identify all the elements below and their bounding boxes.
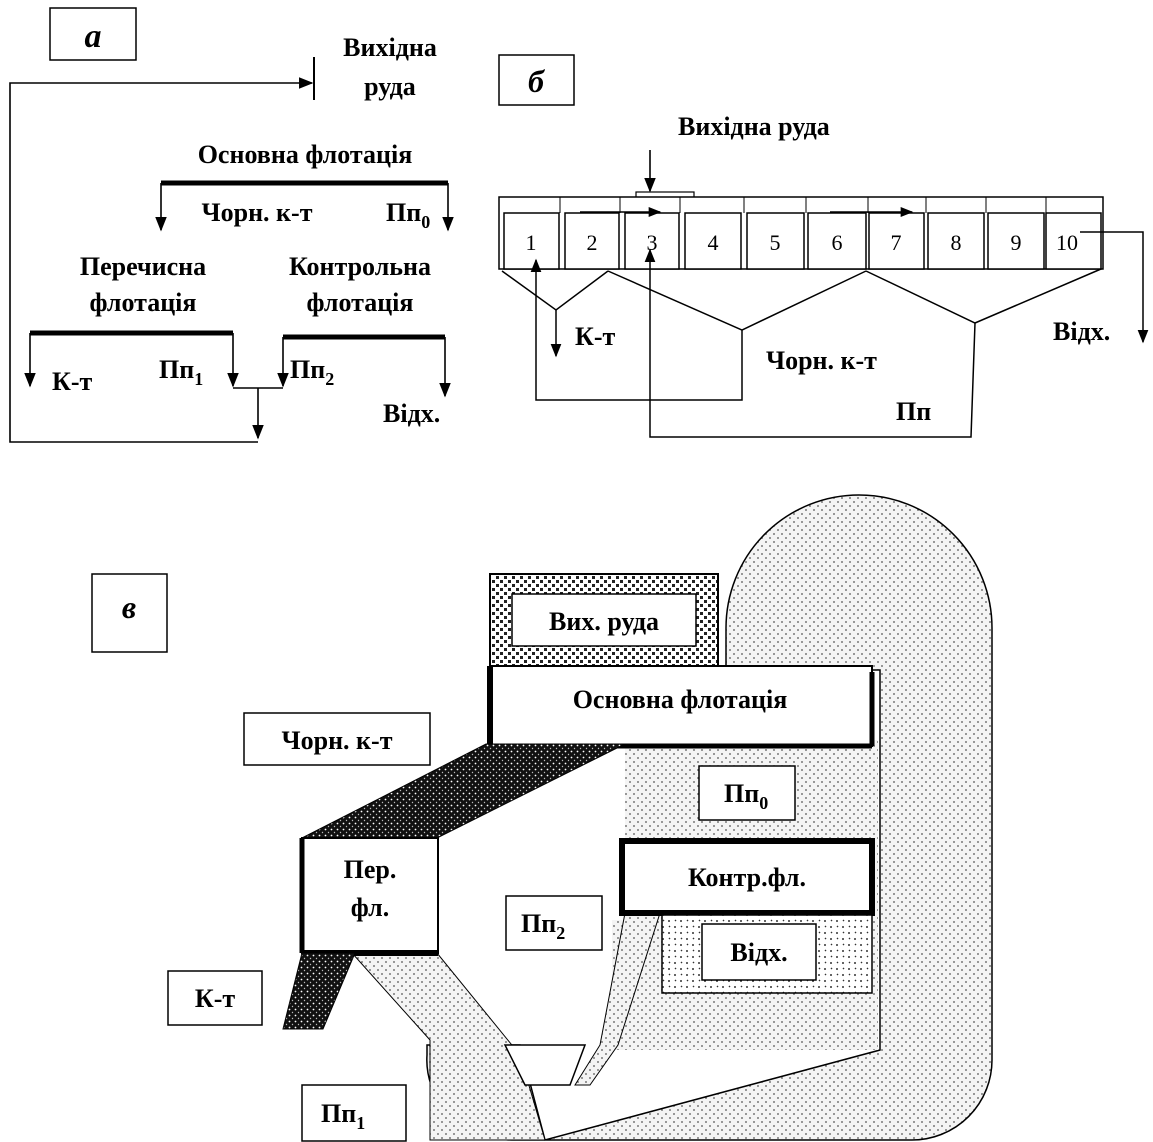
feed-label-line2: руда <box>364 72 416 101</box>
cell-7-label: 7 <box>891 230 902 255</box>
feed-box <box>511 593 697 647</box>
tailings-label: Відх. <box>1053 317 1110 346</box>
rough-return-line <box>530 258 743 401</box>
cell-2: 2 <box>564 212 620 270</box>
feed-label-line1: Вихідна <box>343 33 437 62</box>
panel-a-tag: а <box>85 18 102 55</box>
tail1-label: Пп1 <box>159 355 203 389</box>
conc-launder <box>501 270 609 311</box>
tail0-label: Пп0 <box>386 198 430 232</box>
cleaner-label-line2: флотація <box>90 288 197 317</box>
cell-8: 8 <box>927 212 985 270</box>
cell-3: 3 <box>624 212 680 270</box>
rough-conc-label: Чорн. к-т <box>282 726 393 755</box>
tail2-box <box>505 895 603 951</box>
feed-label: Вихідна руда <box>678 112 830 141</box>
main-flotation-label: Основна флотація <box>573 685 788 714</box>
cleaner-label-line2: фл. <box>351 893 389 922</box>
cell-10: 10 <box>1045 212 1102 270</box>
rough-conc-label: Чорн. к-т <box>766 346 877 375</box>
cell-8-label: 8 <box>951 230 962 255</box>
cell-1: 1 <box>503 212 560 270</box>
middlings-funnel <box>503 1044 587 1086</box>
cell-5: 5 <box>746 212 805 270</box>
tailings-arrow <box>1080 231 1149 344</box>
cleaner-label-line1: Перечисна <box>80 252 206 281</box>
scavenger-label-line2: флотація <box>307 288 414 317</box>
cell-9-label: 9 <box>1011 230 1022 255</box>
panel-c: в Вих. руда Основна флотація Чорн. к-т П… <box>91 494 993 1142</box>
panel-a: а Вихідна руда Основна флотація Чорн. к-… <box>9 7 454 443</box>
conc-label: К-т <box>195 984 236 1013</box>
scavenger-label: Контр.фл. <box>688 863 806 892</box>
tailings-label: Відх. <box>730 938 787 967</box>
cell-1-label: 1 <box>526 230 537 255</box>
conc-label: К-т <box>52 367 93 396</box>
rough-launder <box>607 270 867 331</box>
middlings-launder <box>865 268 1102 324</box>
panel-b: б Вихідна руда 1 2 3 4 5 6 7 8 9 10 <box>498 54 1149 438</box>
tail1-box <box>301 1084 407 1142</box>
tail0-box <box>698 765 796 821</box>
cell-6: 6 <box>807 212 867 270</box>
cell-3-label: 3 <box>647 230 658 255</box>
cell-4: 4 <box>684 212 742 270</box>
tail0-label: Пп0 <box>724 779 768 813</box>
tail2-label: Пп2 <box>290 355 334 389</box>
cell-6-label: 6 <box>832 230 843 255</box>
scavenger-box <box>619 838 875 916</box>
panel-a-tag-box <box>49 7 137 61</box>
tail2-label: Пп2 <box>521 909 565 943</box>
tailings-label: Відх. <box>383 399 440 428</box>
cell-5-label: 5 <box>770 230 781 255</box>
conc-box <box>167 970 263 1026</box>
rough-conc-box <box>243 712 431 766</box>
middlings-return-line <box>644 248 976 438</box>
panel-b-tag-box <box>498 54 575 106</box>
cell-2-label: 2 <box>587 230 598 255</box>
cell-7: 7 <box>868 212 925 270</box>
cell-9: 9 <box>987 212 1045 270</box>
panel-c-tag: в <box>122 589 136 625</box>
top-dividers <box>559 197 1047 213</box>
conc-stream <box>282 952 356 1030</box>
conc-label: К-т <box>575 322 616 351</box>
cleaner-label-line1: Пер. <box>344 855 397 884</box>
feed-label: Вих. руда <box>549 607 659 636</box>
cell-4-label: 4 <box>708 230 719 255</box>
middlings-label: Пп <box>896 397 931 426</box>
cell-10-label: 10 <box>1056 230 1078 255</box>
panel-b-tag: б <box>528 63 546 99</box>
rough-conc-label: Чорн. к-т <box>202 198 313 227</box>
panel-c-tag-box <box>91 573 168 653</box>
tailings-box <box>701 923 817 981</box>
tail1-label: Пп1 <box>321 1099 365 1133</box>
recycle-line <box>9 77 314 443</box>
scavenger-label-line1: Контрольна <box>289 252 431 281</box>
main-flotation-label: Основна флотація <box>198 140 413 169</box>
